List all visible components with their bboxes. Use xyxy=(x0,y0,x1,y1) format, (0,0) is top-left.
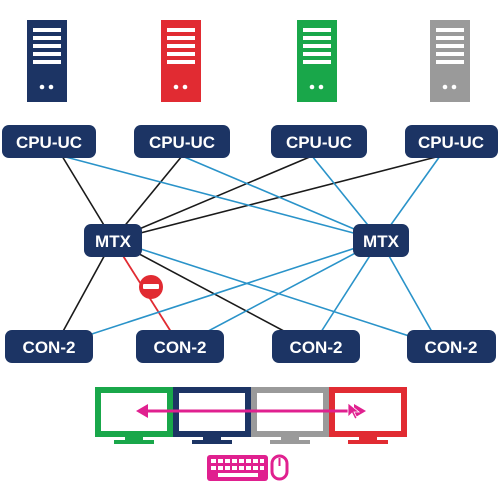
con-2-node-3: CON-2 xyxy=(272,330,360,363)
link-mtx1-con1 xyxy=(54,239,114,347)
link-mtx2-con1 xyxy=(54,239,381,347)
link-cpu1-mtx2 xyxy=(61,155,381,241)
connection-lines xyxy=(54,155,441,347)
link-mtx2-con3 xyxy=(311,239,381,347)
server-red xyxy=(161,20,201,102)
con-2-label: CON-2 xyxy=(23,338,76,357)
con-2-node-4: CON-2 xyxy=(407,330,496,363)
keyboard-icon xyxy=(207,455,268,481)
mtx-node-2: MTX xyxy=(353,224,409,257)
link-mtx1-con4 xyxy=(112,239,441,347)
mtx-label: MTX xyxy=(95,232,132,251)
link-mtx2-con2 xyxy=(179,239,381,347)
mtx-node-1: MTX xyxy=(84,224,142,257)
cpu-uc-node-4: CPU-UC xyxy=(405,125,498,158)
monitor-gray xyxy=(251,387,329,444)
link-cpu3-mtx1 xyxy=(112,155,313,241)
mouse-icon xyxy=(270,454,289,481)
cpu-uc-label: CPU-UC xyxy=(149,133,215,152)
monitor-red xyxy=(329,387,407,444)
con-2-label: CON-2 xyxy=(290,338,343,357)
monitor-green xyxy=(95,387,173,444)
con-2-label: CON-2 xyxy=(425,338,478,357)
minus-circle-icon xyxy=(139,275,163,299)
double-arrow-icon xyxy=(136,402,366,420)
link-mtx2-con4 xyxy=(379,239,441,347)
cpu-uc-node-1: CPU-UC xyxy=(2,125,96,158)
server-green xyxy=(297,20,337,102)
cpu-uc-label: CPU-UC xyxy=(418,133,484,152)
monitor-navy xyxy=(173,387,251,444)
con-2-label: CON-2 xyxy=(154,338,207,357)
server-navy xyxy=(27,20,67,102)
link-cpu4-mtx1 xyxy=(112,155,441,241)
con-2-node-1: CON-2 xyxy=(5,330,93,363)
cpu-uc-node-3: CPU-UC xyxy=(271,125,367,158)
cpu-uc-label: CPU-UC xyxy=(16,133,82,152)
cpu-uc-node-2: CPU-UC xyxy=(134,125,230,158)
link-cpu2-mtx2 xyxy=(181,155,381,241)
server-gray xyxy=(430,20,470,102)
cpu-uc-label: CPU-UC xyxy=(286,133,352,152)
con-2-node-2: CON-2 xyxy=(136,330,224,363)
mtx-label: MTX xyxy=(363,232,400,251)
link-mtx1-con3 xyxy=(112,239,313,347)
